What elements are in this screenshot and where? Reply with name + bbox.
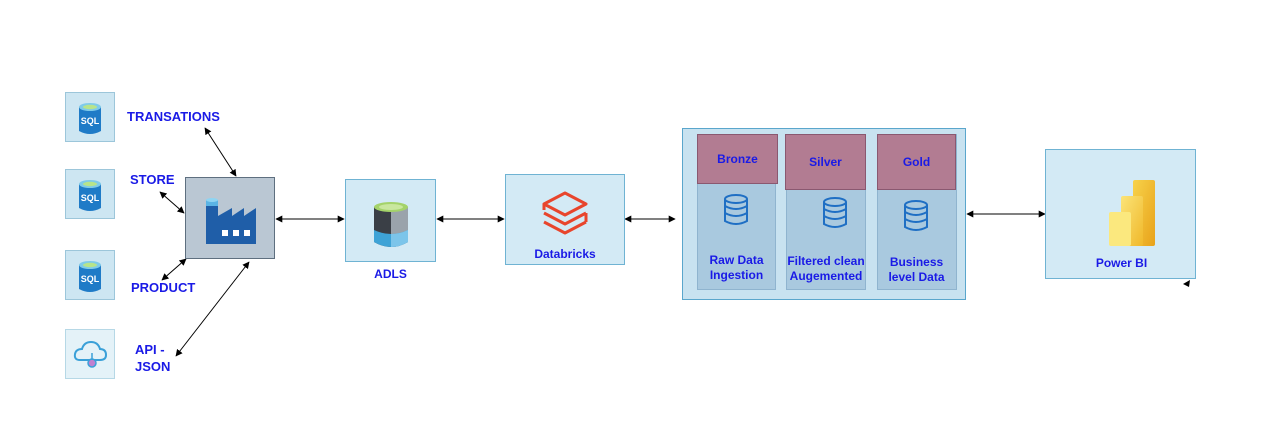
- label-api-line1: API -: [135, 342, 165, 357]
- arrow-api-factory: [175, 261, 250, 357]
- storage-icon: [374, 202, 408, 247]
- layer-head-gold: Gold: [877, 134, 956, 190]
- layer-desc-bronze: Raw Data Ingestion: [697, 253, 776, 283]
- layer-desc-gold-line1: Business: [889, 255, 944, 269]
- label-adls: ADLS: [374, 267, 407, 281]
- sql-database-icon: SQL: [79, 261, 101, 292]
- cloud-api-icon: [73, 340, 108, 368]
- powerbi-node[interactable]: Power BI: [1045, 149, 1196, 279]
- arrow-product-factory: [161, 258, 187, 281]
- label-product: PRODUCT: [131, 280, 196, 295]
- svg-text:SQL: SQL: [81, 193, 100, 203]
- layer-head-bronze: Bronze: [697, 134, 778, 184]
- sql-source-store[interactable]: SQL: [65, 169, 115, 219]
- layer-desc-gold-line2: level Data: [888, 270, 945, 284]
- arrow-transactions-factory: [204, 127, 237, 177]
- database-icon: [724, 194, 748, 225]
- databricks-node[interactable]: Databricks: [505, 174, 625, 265]
- layer-desc-bronze-line2: Ingestion: [709, 268, 764, 282]
- database-icon: [823, 197, 847, 228]
- data-factory-node[interactable]: [185, 177, 275, 259]
- arrow-store-factory: [159, 191, 185, 214]
- database-icon: [904, 200, 928, 231]
- power-bi-icon: [1109, 180, 1155, 246]
- layer-desc-bronze-line1: Raw Data: [709, 253, 764, 267]
- label-api-line2: JSON: [135, 359, 171, 374]
- adls-node[interactable]: [345, 179, 436, 262]
- label-api: API - JSON: [135, 341, 170, 375]
- small-arrowhead: [1183, 280, 1190, 287]
- data-factory-icon: [206, 198, 256, 244]
- databricks-icon: [542, 191, 588, 235]
- label-databricks: Databricks: [534, 247, 596, 261]
- svg-text:SQL: SQL: [81, 116, 100, 126]
- layer-head-silver: Silver: [785, 134, 866, 190]
- layer-desc-silver-line1: Filtered clean: [787, 254, 865, 268]
- sql-source-transactions[interactable]: SQL: [65, 92, 115, 142]
- svg-text:SQL: SQL: [81, 274, 100, 284]
- layer-desc-gold: Business level Data: [877, 255, 956, 285]
- label-transactions: TRANSATIONS: [127, 109, 220, 124]
- api-source[interactable]: [65, 329, 115, 379]
- sql-database-icon: SQL: [79, 180, 101, 211]
- sql-database-icon: SQL: [79, 103, 101, 134]
- layer-desc-silver-line2: Augemented: [789, 269, 863, 283]
- label-store: STORE: [130, 172, 175, 187]
- layer-desc-silver: Filtered clean Augemented: [783, 254, 869, 284]
- label-powerbi: Power BI: [1095, 256, 1148, 270]
- sql-source-product[interactable]: SQL: [65, 250, 115, 300]
